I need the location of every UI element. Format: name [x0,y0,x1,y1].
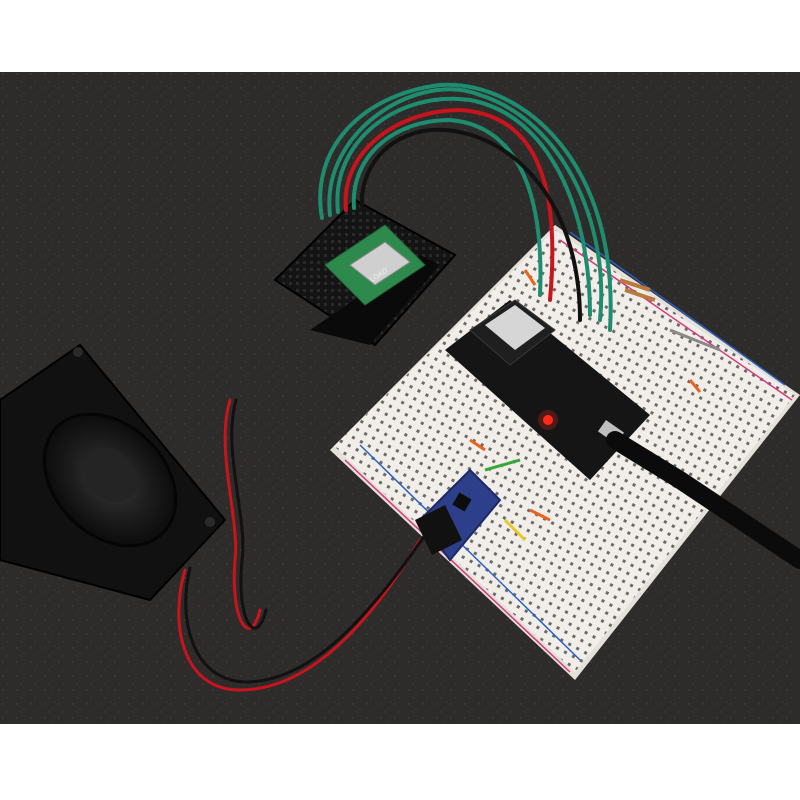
jumper-wire-bundle [318,82,613,332]
power-led [543,415,553,425]
speaker-wires [177,398,427,692]
microcontroller-board [445,299,650,480]
speaker [0,343,227,602]
sd-card-module: LOAD [273,198,457,347]
usb-cable [606,431,800,569]
amplifier-breakout [415,468,502,562]
